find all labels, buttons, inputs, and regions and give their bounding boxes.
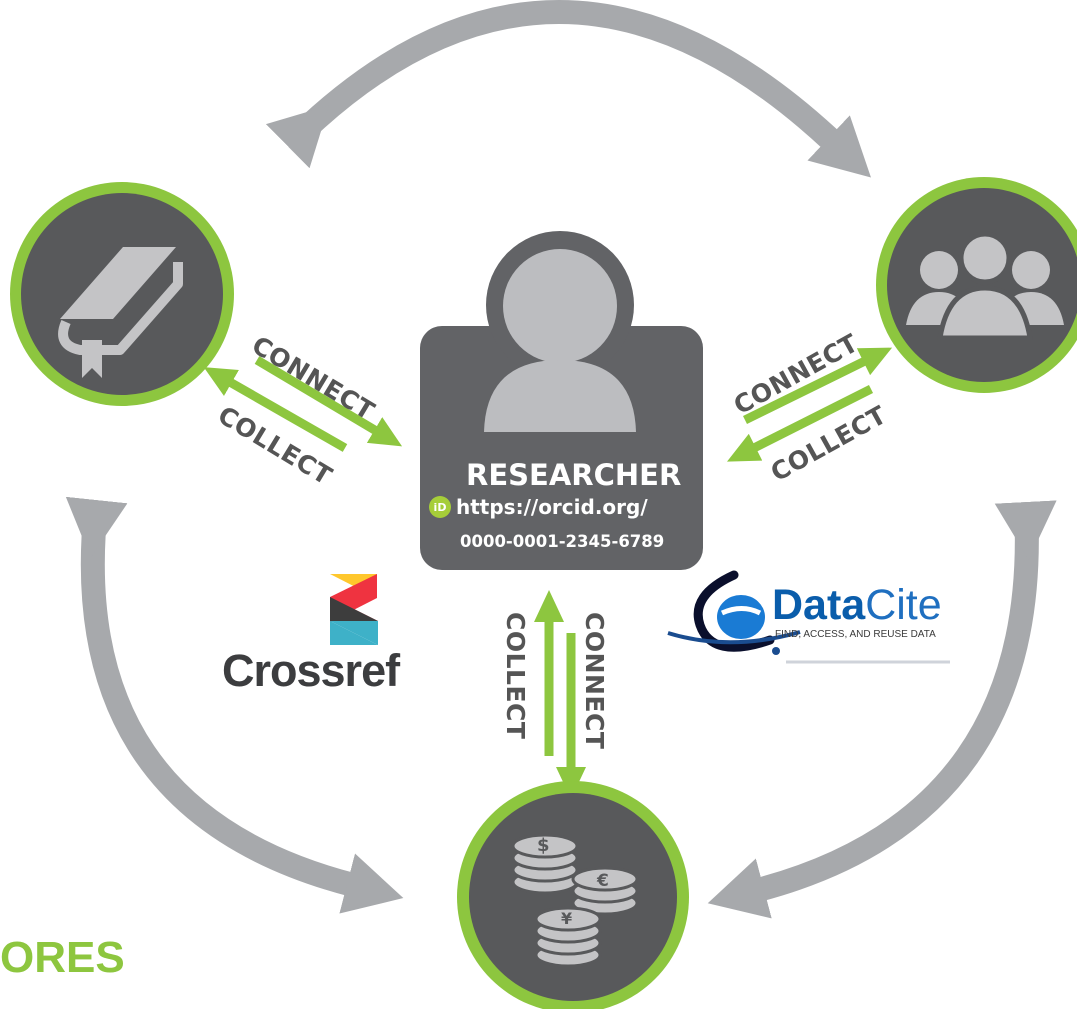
crossref-logo-mark — [330, 574, 378, 645]
connect-arrow-left — [254, 356, 403, 447]
svg-text:€: € — [596, 871, 609, 891]
connect-label-bottom: CONNECT — [580, 612, 609, 749]
svg-text:¥: ¥ — [561, 909, 572, 928]
orcid-identifier: 0000-0001-2345-6789 — [460, 532, 664, 551]
orcid-url: https://orcid.org/ — [456, 495, 648, 519]
connect-label-left: CONNECT — [247, 330, 380, 426]
datacite-tagline: FIND, ACCESS, AND REUSE DATA — [775, 629, 936, 640]
collect-arrow-left — [203, 367, 348, 452]
orcid-badge-letters: iD — [434, 501, 447, 514]
datacite-wordmark-data: Data — [772, 581, 866, 629]
people-group-icon — [906, 231, 1064, 341]
coins-icon: $ € ¥ — [511, 833, 639, 968]
datacite-wordmark: DataCite — [772, 584, 942, 627]
collect-label-bottom: COLLECT — [501, 612, 530, 739]
crossref-wordmark: Crossref — [222, 645, 400, 696]
cycle-arrow-left — [65, 496, 404, 914]
collect-arrow-right — [726, 384, 874, 462]
footer-heading-fragment: ORES — [0, 933, 125, 982]
publications-node — [10, 182, 234, 406]
datacite-wordmark-cite: Cite — [865, 581, 942, 629]
book-icon — [58, 247, 183, 378]
datacite-logo-mark — [667, 570, 950, 664]
organizations-node — [876, 177, 1077, 393]
researcher-badge: RESEARCHER iD https://orcid.org/ 0000-00… — [420, 231, 703, 570]
cycle-arrow-top — [265, 0, 871, 178]
person-silhouette-icon — [484, 231, 636, 432]
researcher-title: RESEARCHER — [466, 458, 681, 492]
collect-label-left: COLLECT — [213, 400, 337, 491]
svg-text:$: $ — [537, 835, 550, 856]
connect-arrow-right — [743, 347, 893, 425]
orcid-id-icon: iD — [429, 496, 451, 518]
funding-node: $ € ¥ — [457, 781, 689, 1009]
cycle-arrow-right — [707, 500, 1057, 919]
